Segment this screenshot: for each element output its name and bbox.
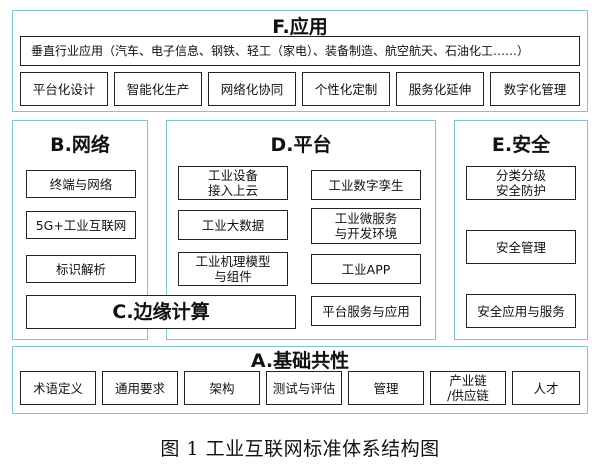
foundation-item: 架构 [184,371,260,405]
application-item: 服务化延伸 [396,72,484,106]
network-item: 终端与网络 [26,170,136,198]
platform-right-item: 工业APP [311,254,421,284]
application-item: 网络化协同 [208,72,296,106]
network-title: B.网络 [50,134,110,156]
platform-right-item: 平台服务与应用 [311,296,421,326]
platform-right-item: 工业数字孪生 [311,170,421,200]
edge-computing-box: C.边缘计算 [26,295,296,329]
security-item: 安全管理 [466,230,576,264]
foundation-title: A.基础共性 [250,350,350,372]
foundation-item: 人才 [512,371,580,405]
foundation-item: 测试与评估 [266,371,342,405]
application-item: 智能化生产 [114,72,202,106]
application-item: 数字化管理 [490,72,580,106]
network-item: 5G+工业互联网 [26,211,136,239]
foundation-item: 术语定义 [20,371,96,405]
foundation-item: 产业链 /供应链 [430,371,506,405]
application-item: 个性化定制 [302,72,390,106]
platform-title: D.平台 [270,134,332,156]
application-item: 平台化设计 [20,72,108,106]
application-title: F.应用 [272,16,328,38]
security-item: 分类分级 安全防护 [466,166,576,200]
figure-caption: 图 1 工业互联网标准体系结构图 [160,438,440,460]
platform-left-item: 工业大数据 [178,210,288,240]
security-item: 安全应用与服务 [466,294,576,328]
vertical-industry-box: 垂直行业应用（汽车、电子信息、钢铁、轻工（家电）、装备制造、航空航天、石油化工…… [20,36,580,66]
platform-left-item: 工业机理模型 与组件 [178,252,288,286]
platform-right-item: 工业微服务 与开发环境 [311,208,421,244]
platform-left-item: 工业设备 接入上云 [178,166,288,200]
security-title: E.安全 [491,134,551,156]
foundation-item: 通用要求 [102,371,178,405]
network-item: 标识解析 [26,255,136,283]
foundation-item: 管理 [348,371,424,405]
